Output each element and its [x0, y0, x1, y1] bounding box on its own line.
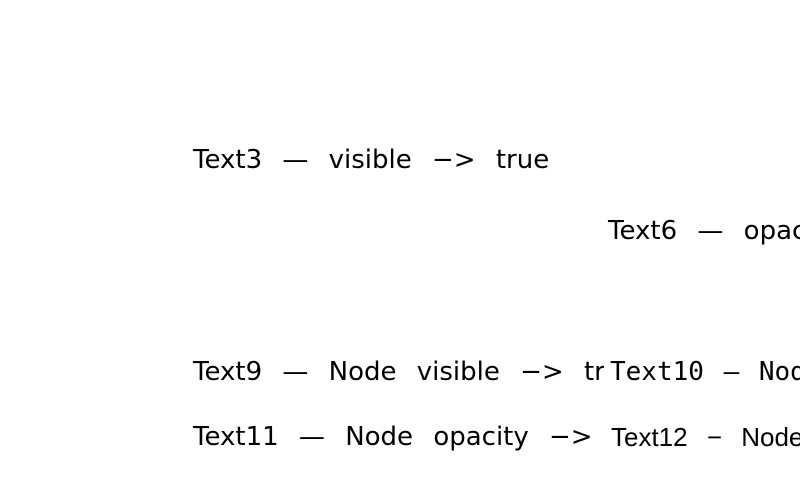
text3-label: Text3 — visible −> true: [193, 145, 550, 175]
text6-label: Text6 — opacity: [602, 218, 800, 244]
text10-label: Text10 — Node: [604, 359, 800, 385]
text9-label: Text9 — Node visible −> true: [193, 357, 638, 387]
text12-label: Text12 − Node: [605, 424, 800, 450]
text11-label: Text11 — Node opacity −> 0: [193, 422, 630, 452]
